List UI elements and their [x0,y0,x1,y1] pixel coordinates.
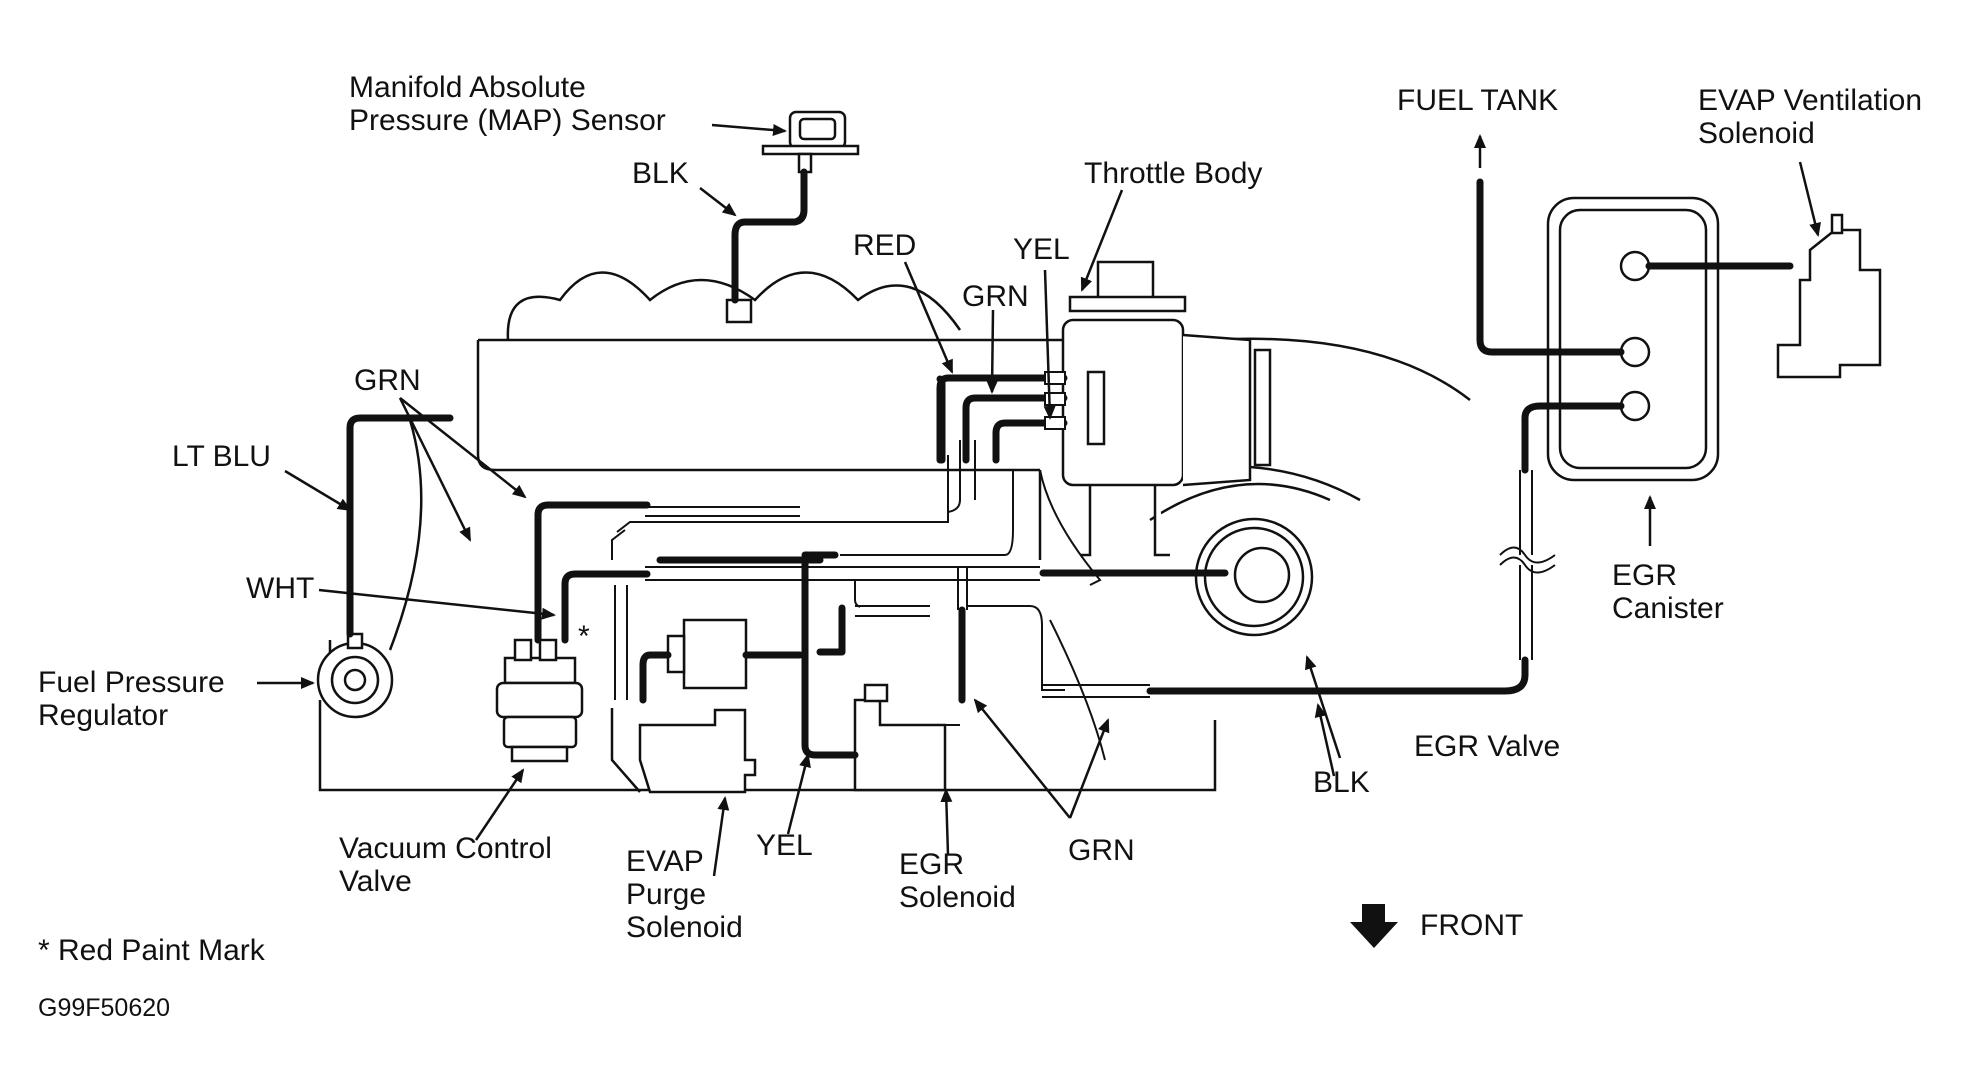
figure-code: G99F50620 [38,994,171,1022]
grn-top-hose-label: GRN [962,280,1029,313]
red-paint-mark-note: * Red Paint Mark [38,934,265,967]
map-sensor-label: Manifold Absolute Pressure (MAP) Sensor [349,71,666,137]
fuel-tank-label: FUEL TANK [1397,84,1559,117]
egr-valve [1194,517,1314,637]
egr-solenoid-label: EGR Solenoid [899,848,1016,914]
wht-hose-label: WHT [246,572,315,605]
egr-canister [1546,196,1720,482]
leader-lines [257,123,1821,877]
evap-purge-solenoid-label: EVAP Purge Solenoid [626,845,743,944]
throttle-body [1061,260,1272,557]
vacuum-hoses [346,168,1794,759]
map-sensor [725,110,860,324]
grn-bottom-hose-label: GRN [1068,834,1135,867]
grn-left-hose-label: GRN [354,364,421,397]
throttle-body-label: Throttle Body [1084,157,1263,190]
evap-purge-solenoid [610,618,757,794]
yel-bottom-hose-label: YEL [756,829,813,862]
red-paint-asterisk: * [578,620,590,653]
fuel-pressure-regulator [316,632,394,719]
egr-solenoid [853,683,947,792]
front-arrow-icon [1350,904,1398,948]
egr-canister-label: EGR Canister [1612,559,1724,625]
blk-map-hose-label: BLK [632,157,689,190]
intake-manifold [318,271,1471,792]
front-label: FRONT [1420,909,1524,942]
vacuum-control-valve-label: Vacuum Control Valve [339,832,552,898]
yel-top-hose-label: YEL [1013,233,1070,266]
fuel-pressure-regulator-label: Fuel Pressure Regulator [38,666,225,732]
evap-ventilation-solenoid [1776,213,1882,379]
lt-blu-hose-label: LT BLU [172,440,271,473]
vacuum-control-valve [495,638,584,763]
red-hose-label: RED [853,229,917,262]
evap-ventilation-solenoid-label: EVAP Ventilation Solenoid [1698,84,1923,150]
egr-valve-label: EGR Valve [1414,730,1561,763]
blk-bottom-hose-label: BLK [1313,766,1370,799]
thin-hoses [611,440,1556,761]
